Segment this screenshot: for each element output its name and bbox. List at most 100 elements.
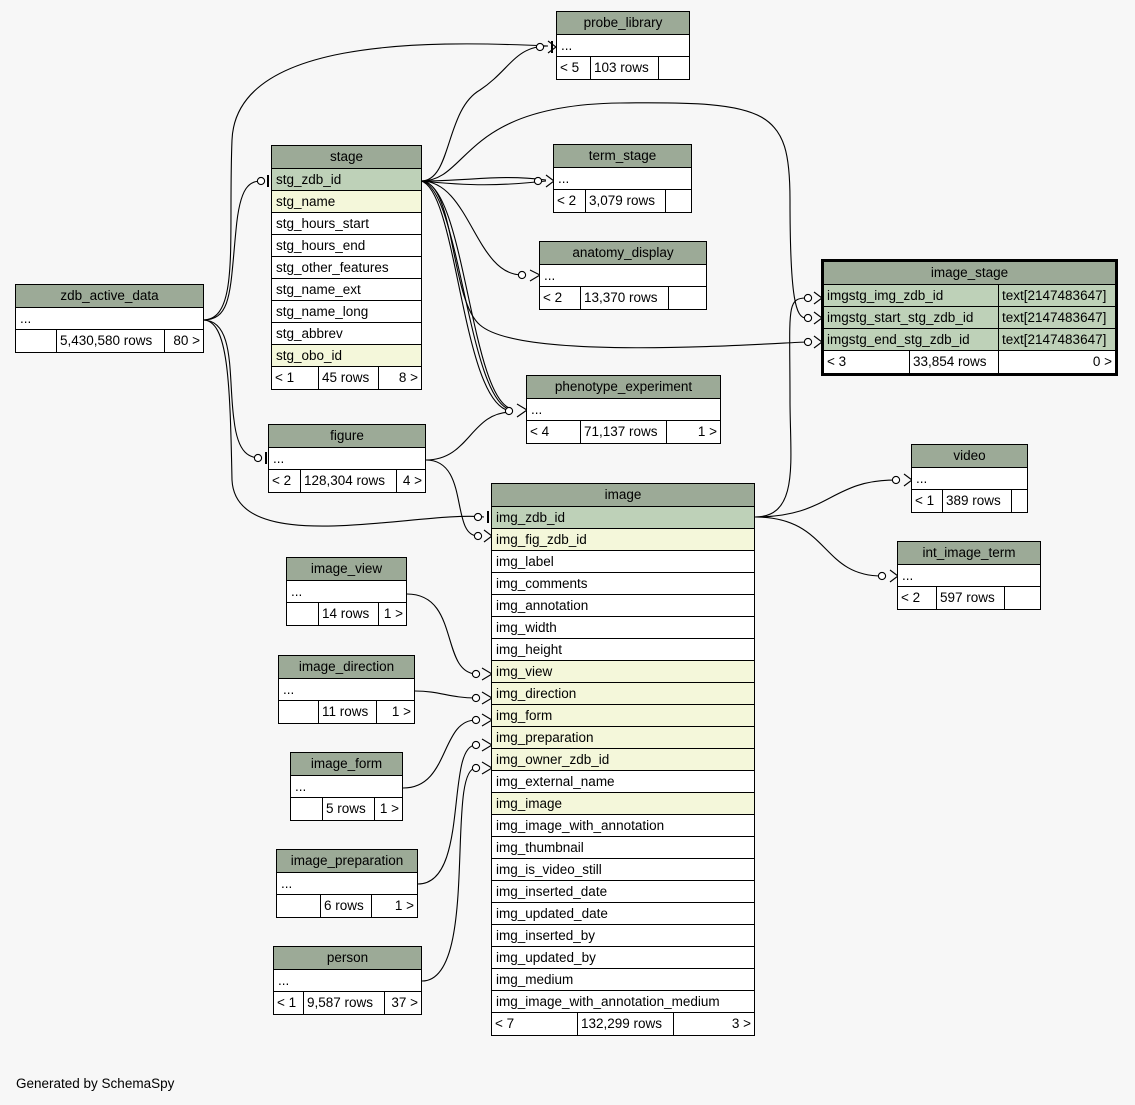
parent-count: < 7	[495, 1016, 515, 1031]
table-header: image_view	[287, 558, 406, 581]
column-row: img_preparation	[492, 727, 754, 749]
row-count: 128,304 rows	[300, 470, 396, 492]
parent-count	[279, 701, 318, 723]
column-row: ...	[16, 308, 203, 330]
column-row: img_medium	[492, 969, 754, 991]
child-count: 1 >	[666, 421, 720, 443]
table-image-preparation[interactable]: image_preparation ... 6 rows 1 >	[276, 849, 418, 918]
row-count: 9,587 rows	[303, 992, 384, 1014]
table-stage[interactable]: stage stg_zdb_id stg_name stg_hours_star…	[271, 145, 422, 390]
table-footer: < 2 13,370 rows	[540, 287, 706, 309]
column-row: stg_hours_end	[272, 235, 421, 257]
edge-image-form	[402, 719, 477, 789]
column-row: img_thumbnail	[492, 837, 754, 859]
row-count: 71,137 rows	[580, 421, 666, 443]
parent-count	[16, 330, 56, 352]
child-count: 8 >	[378, 367, 421, 389]
column-row: img_annotation	[492, 595, 754, 617]
edge-zdb-stage	[202, 180, 263, 321]
table-header: video	[912, 445, 1027, 468]
table-image-stage[interactable]: image_stage imgstg_img_zdb_id text[21474…	[821, 259, 1118, 376]
table-header: zdb_active_data	[16, 285, 203, 308]
table-image-direction[interactable]: image_direction ... 11 rows 1 >	[278, 655, 415, 724]
child-count: 37 >	[384, 992, 421, 1014]
column-row: stg_other_features	[272, 257, 421, 279]
table-header: stage	[272, 146, 421, 169]
child-count	[658, 57, 689, 79]
table-probe-library[interactable]: probe_library ... < 5 103 rows	[556, 11, 690, 80]
column-row: img_inserted_by	[492, 925, 754, 947]
table-footer: < 1 389 rows	[912, 490, 1027, 512]
table-header: image_stage	[824, 262, 1115, 285]
parent-count: < 4	[530, 424, 550, 439]
table-anatomy-display[interactable]: anatomy_display ... < 2 13,370 rows	[539, 241, 707, 310]
column-row: ...	[274, 970, 421, 992]
edge-stage-image-stage-end	[420, 180, 807, 349]
column-row: ...	[279, 679, 414, 701]
edge-image-direction	[414, 690, 477, 699]
edge-stage-anatomy-display	[420, 180, 523, 276]
child-count: 1 >	[376, 701, 414, 723]
column-row: ...	[287, 581, 406, 603]
parent-count: < 2	[901, 590, 921, 605]
table-zdb-active-data[interactable]: zdb_active_data ... 5,430,580 rows 80 >	[15, 284, 204, 353]
row-count: 3,079 rows	[585, 190, 665, 212]
row-count: 6 rows	[320, 895, 371, 917]
column-row: img_updated_date	[492, 903, 754, 925]
table-term-stage[interactable]: term_stage ... < 2 3,079 rows	[553, 144, 692, 213]
row-count: 132,299 rows	[577, 1013, 673, 1035]
parent-count: < 1	[277, 995, 297, 1010]
generated-by-note: Generated by SchemaSpy	[16, 1076, 175, 1091]
table-footer: 5,430,580 rows 80 >	[16, 330, 203, 352]
column-row: stg_obo_id	[272, 345, 421, 367]
parent-count	[287, 603, 318, 625]
column-row: img_external_name	[492, 771, 754, 793]
column-row: img_zdb_id	[492, 507, 754, 529]
table-header: image_form	[291, 753, 402, 776]
column-type: text[2147483647]	[998, 285, 1115, 306]
table-footer: 11 rows 1 >	[279, 701, 414, 723]
table-footer: 6 rows 1 >	[277, 895, 417, 917]
column-row: imgstg_end_stg_zdb_id text[2147483647]	[824, 329, 1115, 351]
column-row: imgstg_start_stg_zdb_id text[2147483647]	[824, 307, 1115, 329]
table-header: int_image_term	[898, 542, 1040, 565]
table-image[interactable]: image img_zdb_id img_fig_zdb_id img_labe…	[491, 483, 755, 1036]
table-footer: < 2 597 rows	[898, 587, 1040, 609]
parent-count: < 2	[557, 193, 577, 208]
column-type: text[2147483647]	[998, 307, 1115, 328]
column-row: ...	[557, 35, 689, 57]
edge-image-image-stage	[754, 297, 807, 518]
parent-count: < 2	[272, 473, 292, 488]
row-count: 5 rows	[322, 798, 374, 820]
column-row: ...	[291, 776, 402, 798]
table-header: probe_library	[557, 12, 689, 35]
table-header: phenotype_experiment	[527, 376, 720, 399]
parent-count	[291, 798, 322, 820]
table-image-view[interactable]: image_view ... 14 rows 1 >	[286, 557, 407, 626]
edge-stage-probe-library	[420, 45, 549, 182]
child-count	[1004, 587, 1040, 609]
table-header: image_preparation	[277, 850, 417, 873]
column-row: ...	[554, 168, 691, 190]
row-count: 389 rows	[942, 490, 1011, 512]
table-int-image-term[interactable]: int_image_term ... < 2 597 rows	[897, 541, 1041, 610]
table-footer: 5 rows 1 >	[291, 798, 402, 820]
column-row: img_label	[492, 551, 754, 573]
row-count: 597 rows	[936, 587, 1004, 609]
column-row: img_is_video_still	[492, 859, 754, 881]
table-phenotype-experiment[interactable]: phenotype_experiment ... < 4 71,137 rows…	[526, 375, 721, 444]
table-image-form[interactable]: image_form ... 5 rows 1 >	[290, 752, 403, 821]
column-row: img_form	[492, 705, 754, 727]
table-person[interactable]: person ... < 1 9,587 rows 37 >	[273, 946, 422, 1015]
table-footer: < 1 45 rows 8 >	[272, 367, 421, 389]
edge-image-view	[406, 593, 477, 675]
table-figure[interactable]: figure ... < 2 128,304 rows 4 >	[268, 424, 426, 493]
column-type: text[2147483647]	[998, 329, 1115, 350]
table-video[interactable]: video ... < 1 389 rows	[911, 444, 1028, 513]
column-row: img_width	[492, 617, 754, 639]
column-name: imgstg_start_stg_zdb_id	[827, 310, 974, 325]
column-row: ...	[269, 448, 425, 470]
edge-stage-image-stage-start	[420, 102, 807, 319]
child-count: 3 >	[673, 1013, 754, 1035]
